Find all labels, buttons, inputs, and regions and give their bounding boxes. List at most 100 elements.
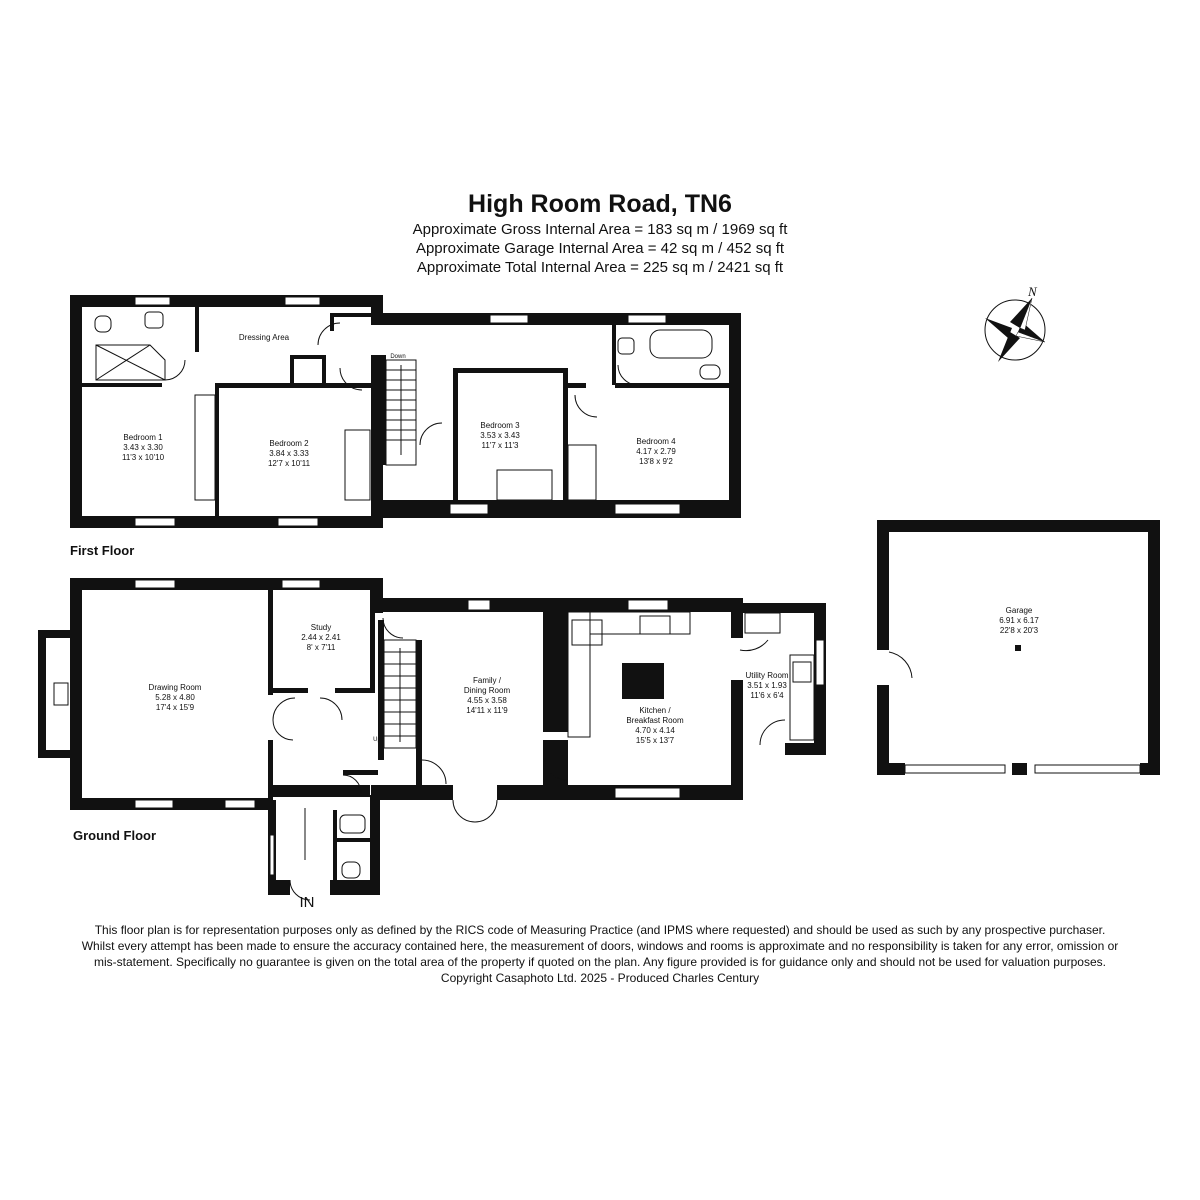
door	[339, 367, 363, 391]
bedroom1-name: Bedroom 1	[123, 433, 163, 442]
bedroom4-imperial: 13'8 x 9'2	[639, 457, 673, 466]
bedroom1-metric: 3.43 x 3.30	[123, 443, 163, 452]
bedroom2-name: Bedroom 2	[269, 439, 309, 448]
wall	[731, 680, 743, 800]
wall	[371, 598, 743, 612]
window	[134, 517, 176, 527]
drawing-room-imperial: 17'4 x 15'9	[156, 703, 195, 712]
wall	[333, 810, 337, 880]
wall	[82, 383, 162, 387]
door	[574, 394, 598, 418]
door	[759, 719, 786, 746]
window	[614, 787, 681, 799]
window	[134, 799, 174, 809]
garage-plan: Garage 6.91 x 6.17 22'8 x 20'3	[877, 520, 1160, 775]
bedroom3-metric: 3.53 x 3.43	[480, 431, 520, 440]
garage-door	[1034, 764, 1141, 774]
window	[134, 579, 176, 589]
study-imperial: 8' x 7'11	[307, 643, 336, 652]
wall	[333, 838, 373, 842]
wall	[729, 313, 741, 518]
window	[627, 314, 667, 324]
study-metric: 2.44 x 2.41	[301, 633, 341, 642]
wall	[615, 383, 735, 388]
wall	[877, 520, 889, 650]
garage-area-text: Approximate Garage Internal Area = 42 sq…	[415, 240, 785, 257]
wall	[330, 313, 375, 317]
staircase-first-floor	[385, 359, 417, 466]
north-label: N	[1027, 284, 1038, 299]
door	[272, 719, 294, 741]
door	[319, 697, 343, 721]
wall	[330, 880, 380, 895]
wall	[1140, 763, 1160, 775]
drawing-room-name: Drawing Room	[149, 683, 202, 692]
wall	[343, 770, 378, 775]
fireplace	[53, 682, 69, 706]
kitchen-counter	[589, 611, 691, 635]
ground-floor-plan: Up Drawing Room 5.28 x 4.80 17'4 x 15'9 …	[38, 578, 826, 911]
wall	[38, 630, 46, 758]
wall	[268, 590, 273, 695]
front-door	[289, 879, 311, 901]
drawing-room-metric: 5.28 x 4.80	[155, 693, 195, 702]
wall	[371, 313, 741, 325]
shower-tray-icon	[95, 344, 166, 381]
wall	[215, 383, 375, 388]
utility-room-name: Utility Room	[745, 671, 788, 680]
study-name: Study	[311, 623, 331, 632]
wall	[877, 685, 889, 775]
wall	[70, 295, 383, 307]
basin-icon	[144, 311, 164, 329]
entrance-label: IN	[300, 894, 315, 911]
window	[449, 503, 489, 515]
bedroom3-imperial: 11'7 x 11'3	[481, 441, 519, 450]
ground-floor-label: Ground Floor	[73, 828, 156, 843]
window	[489, 314, 529, 324]
wall	[383, 785, 453, 800]
basin-icon	[339, 814, 366, 834]
garage-name: Garage	[1006, 606, 1033, 615]
compass-icon: N	[984, 284, 1046, 362]
wall	[1012, 763, 1027, 775]
wall	[268, 688, 308, 693]
wall	[568, 383, 586, 388]
utility-room-imperial: 11'6 x 6'4	[750, 691, 784, 700]
wall	[215, 383, 219, 516]
wall	[383, 355, 386, 465]
door	[888, 651, 913, 679]
wall	[370, 590, 375, 693]
family-room-metric: 4.55 x 3.58	[467, 696, 507, 705]
first-floor-plan: Down Bedroom 1 3.43 x 3.30 11'3 x 10'10	[70, 295, 741, 528]
window	[134, 296, 171, 306]
plan-title: High Room Road, TN6	[468, 190, 732, 218]
family-room-name-2: Dining Room	[464, 686, 511, 695]
wall	[370, 795, 380, 895]
utility-room-metric: 3.51 x 1.93	[747, 681, 787, 690]
wall	[378, 620, 384, 760]
disclaimer-text: This floor plan is for representation pu…	[80, 922, 1120, 986]
garage-metric: 6.91 x 6.17	[999, 616, 1039, 625]
wall	[371, 500, 741, 518]
sink-icon	[639, 615, 671, 635]
wardrobe	[194, 394, 597, 501]
bedroom1-imperial: 11'3 x 10'10	[122, 453, 165, 462]
wall	[453, 368, 458, 503]
hob-icon	[571, 619, 603, 646]
wall	[70, 578, 383, 590]
door	[474, 799, 498, 823]
garage-post	[1015, 645, 1021, 651]
bath-icon	[649, 329, 713, 359]
copyright-line: Copyright Casaphoto Ltd. 2025 - Produced…	[440, 971, 760, 985]
kitchen-metric: 4.70 x 4.14	[635, 726, 675, 735]
window	[815, 639, 825, 686]
wall	[70, 295, 82, 528]
toilet-icon	[699, 364, 721, 380]
window	[224, 799, 256, 809]
window	[269, 834, 275, 876]
wall	[612, 325, 616, 385]
wall	[322, 355, 326, 385]
kitchen-island	[622, 663, 664, 699]
wall	[268, 880, 290, 895]
